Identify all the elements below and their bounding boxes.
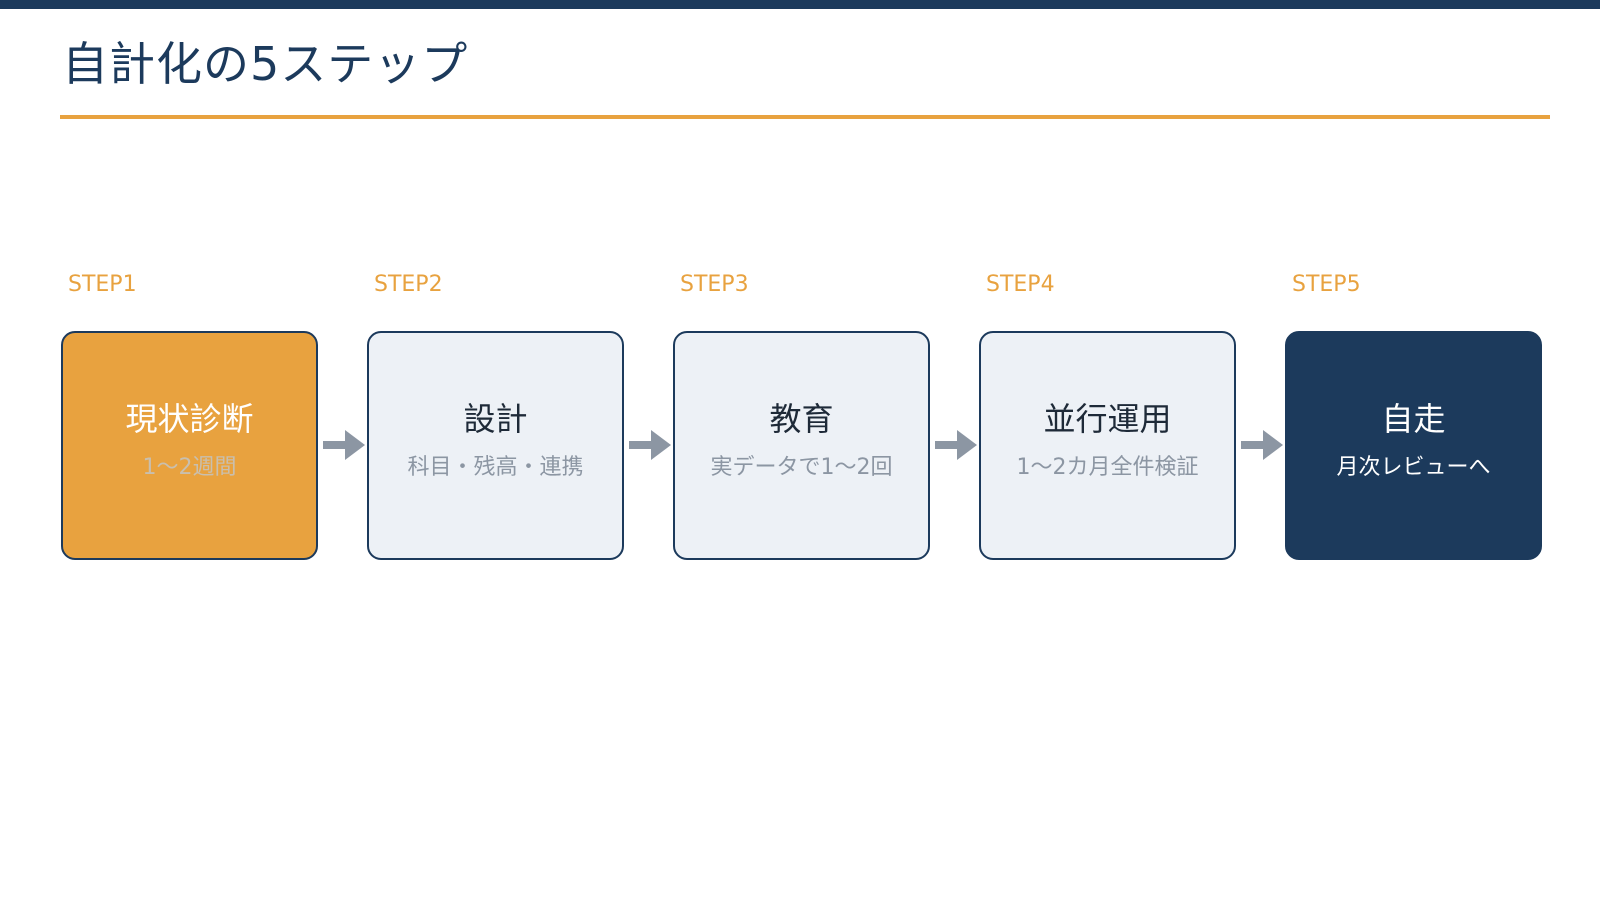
step-1-box: 現状診断 1〜2週間 <box>61 331 318 560</box>
step-4-label: STEP4 <box>986 272 1055 297</box>
step-2-name: 設計 <box>463 400 528 438</box>
step-2-label: STEP2 <box>374 272 443 297</box>
step-2-box: 設計 科目・残高・連携 <box>367 331 624 560</box>
step-1-label: STEP1 <box>68 272 137 297</box>
step-3-label: STEP3 <box>680 272 749 297</box>
step-5-detail: 月次レビューへ <box>1336 455 1491 480</box>
step-1-name: 現状診断 <box>125 400 254 438</box>
step-5-label: STEP5 <box>1292 272 1361 297</box>
arrow-right-icon <box>629 430 671 460</box>
top-accent-bar <box>0 0 1600 9</box>
step-5-name: 自走 <box>1381 400 1446 438</box>
step-3-box: 教育 実データで1〜2回 <box>673 331 930 560</box>
page-title: 自計化の5ステップ <box>62 37 469 91</box>
arrow-right-icon <box>1241 430 1283 460</box>
arrow-right-icon <box>935 430 977 460</box>
step-1-duration: 1〜2週間 <box>142 455 237 480</box>
step-3-name: 教育 <box>769 400 834 438</box>
arrow-right-icon <box>323 430 365 460</box>
step-4-name: 並行運用 <box>1043 400 1172 438</box>
title-underline <box>60 115 1550 119</box>
step-4-box: 並行運用 1〜2カ月全件検証 <box>979 331 1236 560</box>
step-3-detail: 実データで1〜2回 <box>710 455 893 480</box>
step-2-detail: 科目・残高・連携 <box>407 455 584 480</box>
step-4-detail: 1〜2カ月全件検証 <box>1016 455 1199 480</box>
step-5-box: 自走 月次レビューへ <box>1285 331 1542 560</box>
